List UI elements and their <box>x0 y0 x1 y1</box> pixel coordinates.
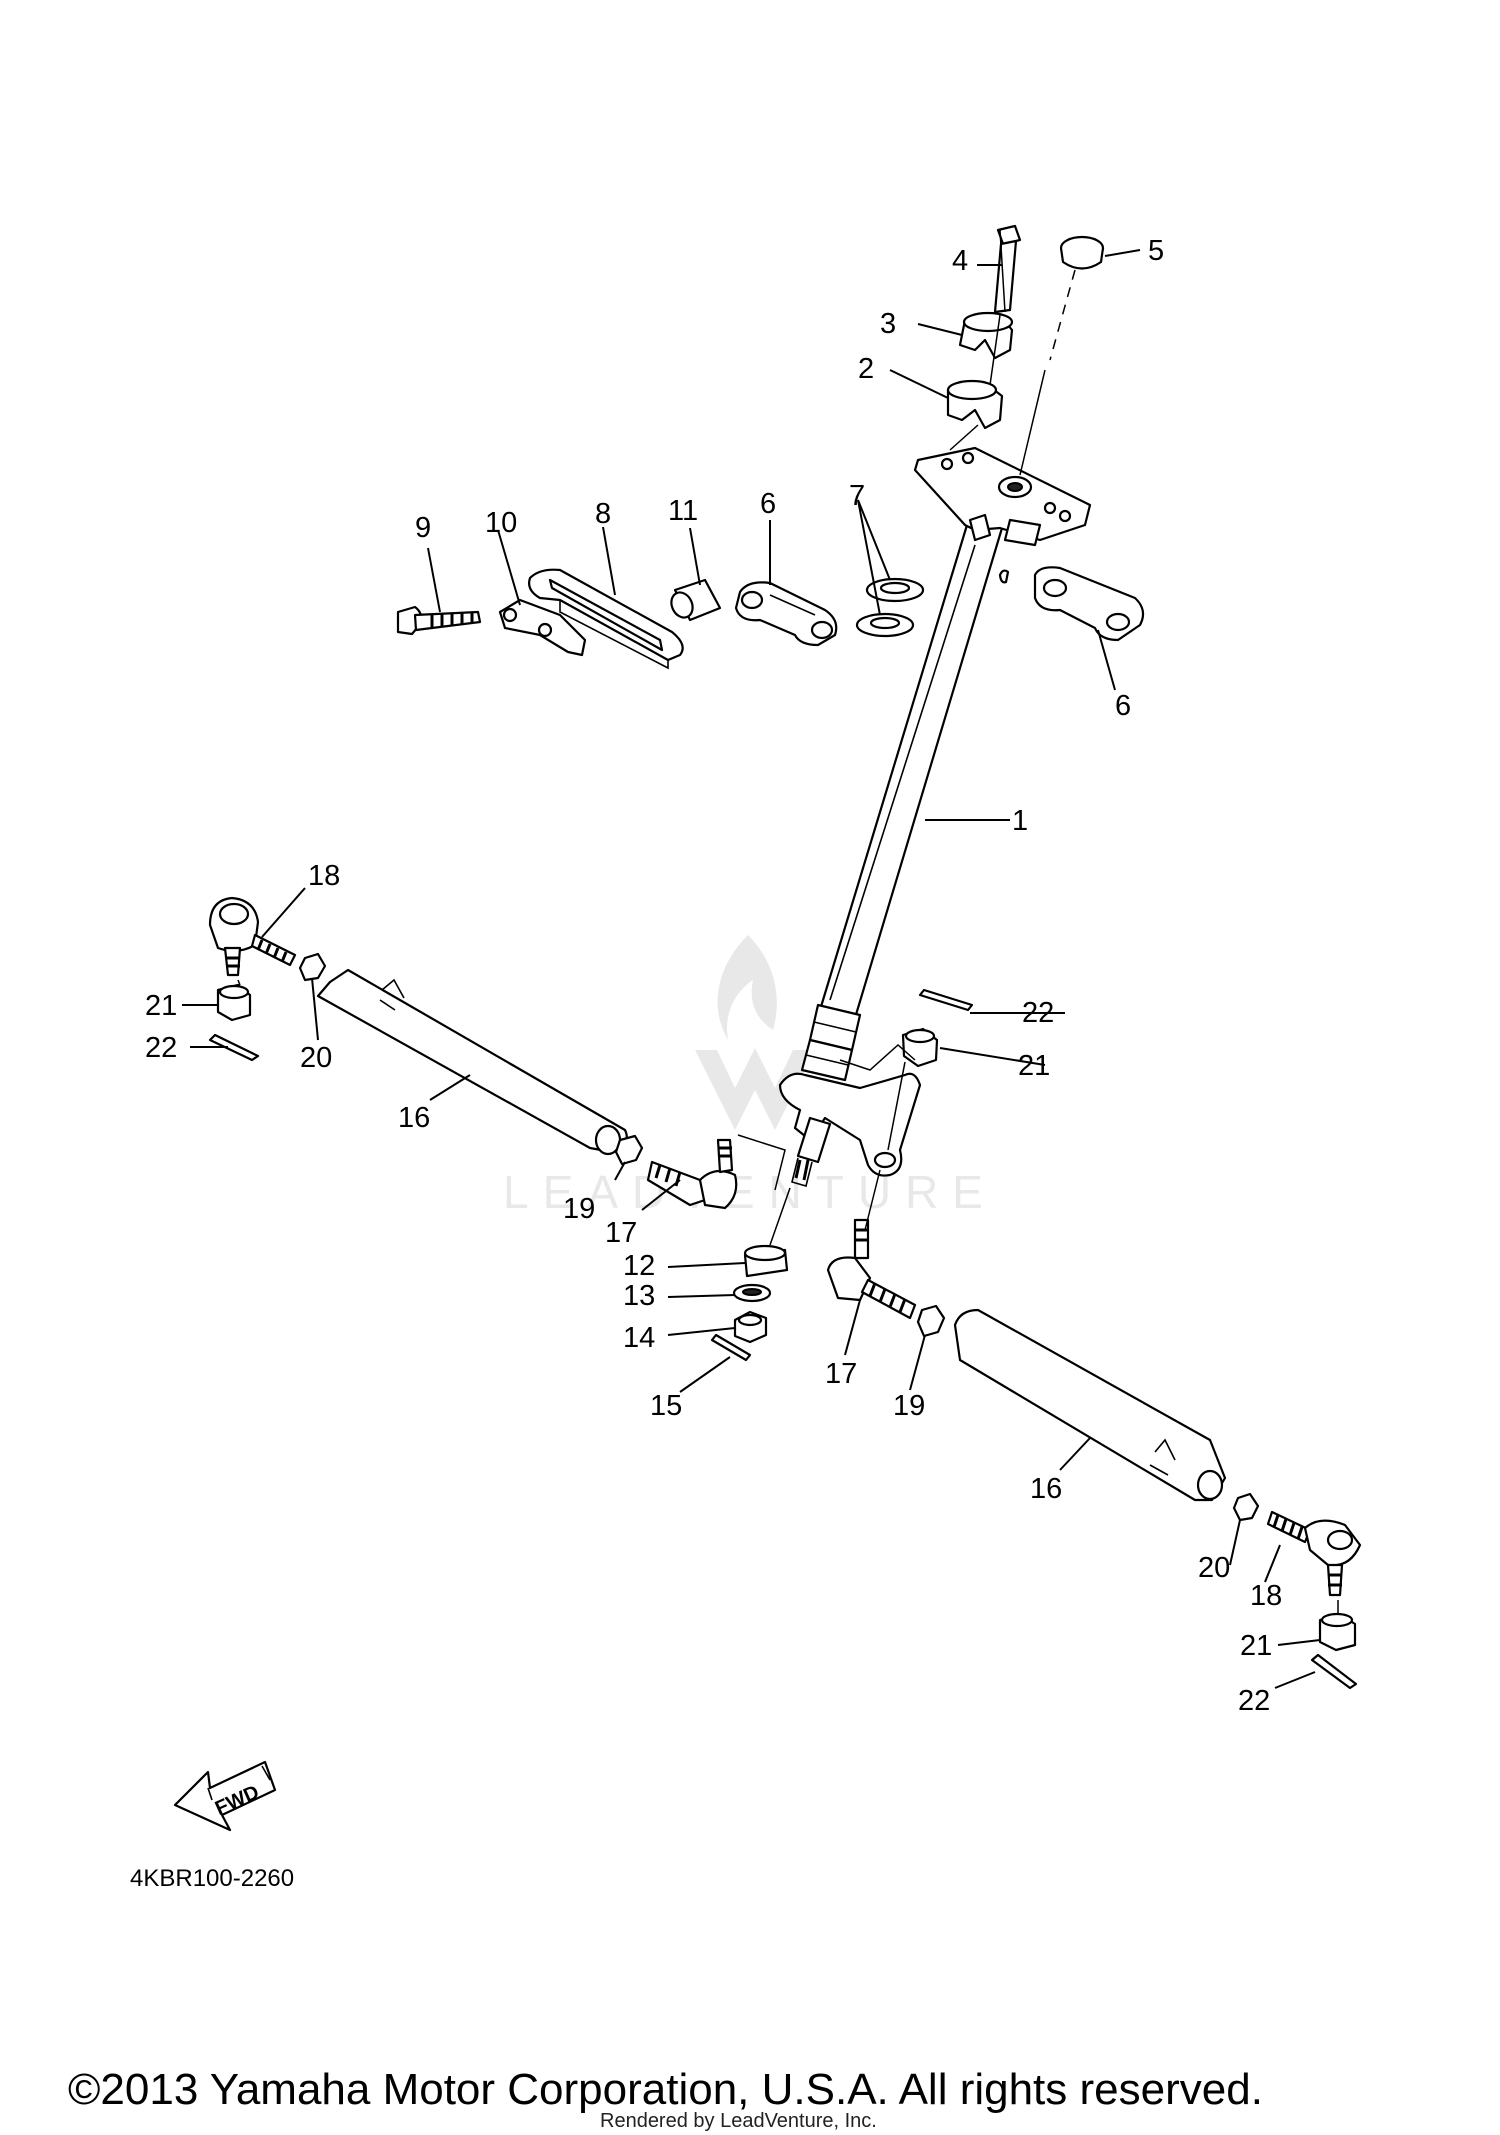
callout-3: 3 <box>880 308 896 340</box>
callout-15: 15 <box>650 1390 682 1422</box>
callout-17-left: 17 <box>605 1217 637 1249</box>
leader-lines <box>182 249 1321 1689</box>
callout-4: 4 <box>952 245 968 277</box>
callout-2: 2 <box>858 353 874 385</box>
tie-rod-end-17-right <box>826 1218 917 1320</box>
lock-nut-20-left <box>298 952 327 982</box>
tie-rod-16-right <box>953 1308 1227 1502</box>
nut-21-left <box>216 983 252 1022</box>
lock-nut-19-left <box>614 1134 644 1166</box>
diagram-reference-code: 4KBR100-2260 <box>130 1865 295 1892</box>
callout-7: 7 <box>849 480 865 512</box>
cotter-pin-22-left <box>208 1033 260 1062</box>
watermark-text: LEADVENTURE <box>503 1166 997 1218</box>
nut-21-right-lower <box>1318 1612 1357 1652</box>
handlebar-clamp-6-left <box>734 581 838 647</box>
bolt-9 <box>396 605 482 636</box>
lower-holder-2 <box>946 379 1004 430</box>
callout-11: 11 <box>668 495 698 527</box>
tie-rod-end-18-left <box>208 896 297 977</box>
upper-holder-3 <box>958 311 1014 360</box>
callout-16-left: 16 <box>398 1102 430 1134</box>
bolt-4 <box>993 224 1022 314</box>
collar-12 <box>743 1244 789 1278</box>
callout-18-left: 18 <box>308 860 340 892</box>
callout-9: 9 <box>415 512 431 544</box>
callout-16-right: 16 <box>1030 1473 1062 1505</box>
steering-shaft <box>778 446 1092 1187</box>
handlebar-clamp-6-right <box>1033 566 1145 642</box>
callout-10: 10 <box>485 507 517 539</box>
bracket-8 <box>528 568 684 670</box>
collar-11 <box>670 578 722 622</box>
tie-rod-end-18-right <box>1266 1510 1362 1597</box>
cap-5 <box>1059 235 1105 270</box>
cotter-pin-15 <box>710 1333 752 1362</box>
callout-20-right: 20 <box>1198 1552 1230 1584</box>
callout-18-right: 18 <box>1250 1580 1282 1612</box>
lock-nut-20-right <box>1232 1492 1260 1522</box>
lock-nut-19-right <box>916 1304 946 1338</box>
callout-22-left: 22 <box>145 1032 177 1064</box>
lever-10 <box>498 598 587 657</box>
callout-19-left: 19 <box>563 1193 595 1225</box>
fwd-arrow-icon: FWD <box>173 1760 277 1832</box>
callout-labels: 1 2 3 4 5 6 6 7 8 9 10 11 12 13 14 15 16… <box>145 235 1282 1717</box>
callout-6-right: 6 <box>1115 690 1131 722</box>
cotter-pin-22-right-upper <box>918 988 974 1012</box>
callout-21-right-lower: 21 <box>1240 1630 1272 1662</box>
callout-12: 12 <box>623 1250 655 1282</box>
callout-21-right-upper: 21 <box>1018 1050 1050 1082</box>
callout-19-right: 19 <box>893 1390 925 1422</box>
callout-1: 1 <box>1012 805 1028 837</box>
washer-13 <box>732 1283 772 1303</box>
nut-21-right-upper <box>901 1027 939 1068</box>
callout-6-left: 6 <box>760 488 776 520</box>
callout-22-right-lower: 22 <box>1238 1685 1270 1717</box>
callout-5: 5 <box>1148 235 1164 267</box>
callout-22-right-upper: 22 <box>1022 997 1054 1029</box>
tie-rod-16-left <box>316 968 628 1156</box>
callout-21-left: 21 <box>145 990 177 1022</box>
copyright-notice: ©2013 Yamaha Motor Corporation, U.S.A. A… <box>68 2065 1263 2114</box>
leadventure-watermark: LEADVENTURE <box>503 935 997 1218</box>
callout-17-right: 17 <box>825 1358 857 1390</box>
rendered-by-notice: Rendered by LeadVenture, Inc. <box>600 2110 877 2132</box>
cotter-pin-22-right-lower <box>1310 1653 1358 1690</box>
nut-14 <box>733 1310 768 1344</box>
callout-20-left: 20 <box>300 1042 332 1074</box>
callout-8: 8 <box>595 498 611 530</box>
callout-13: 13 <box>623 1280 655 1312</box>
callout-14: 14 <box>623 1322 655 1354</box>
washers-7 <box>855 577 925 638</box>
